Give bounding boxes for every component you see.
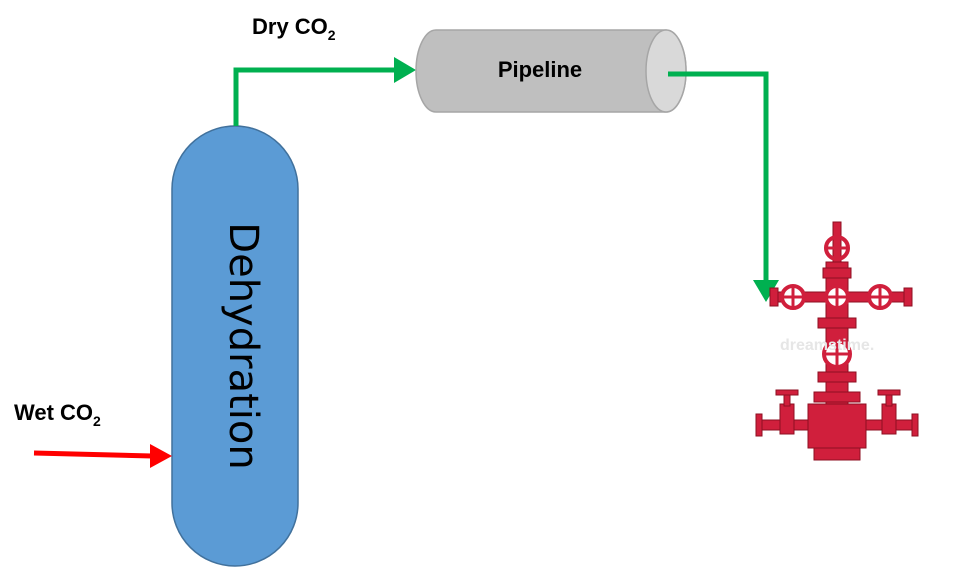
pipeline-to-wellhead-flow: [668, 71, 779, 302]
wet-co2-arrow: [33, 444, 172, 468]
dry-co2-label: Dry CO2: [252, 14, 336, 43]
pipeline-label: Pipeline: [498, 57, 582, 82]
dehydration-vessel: Dehydration: [171, 125, 299, 567]
watermark-text: dreamstime.: [780, 337, 874, 354]
dry-co2-flow-line: [233, 57, 416, 126]
wellhead-christmas-tree-icon: [755, 221, 919, 461]
pipeline-cylinder: Pipeline: [415, 29, 687, 113]
dehydration-label: Dehydration: [220, 222, 266, 469]
wet-co2-label: Wet CO2: [14, 400, 101, 429]
